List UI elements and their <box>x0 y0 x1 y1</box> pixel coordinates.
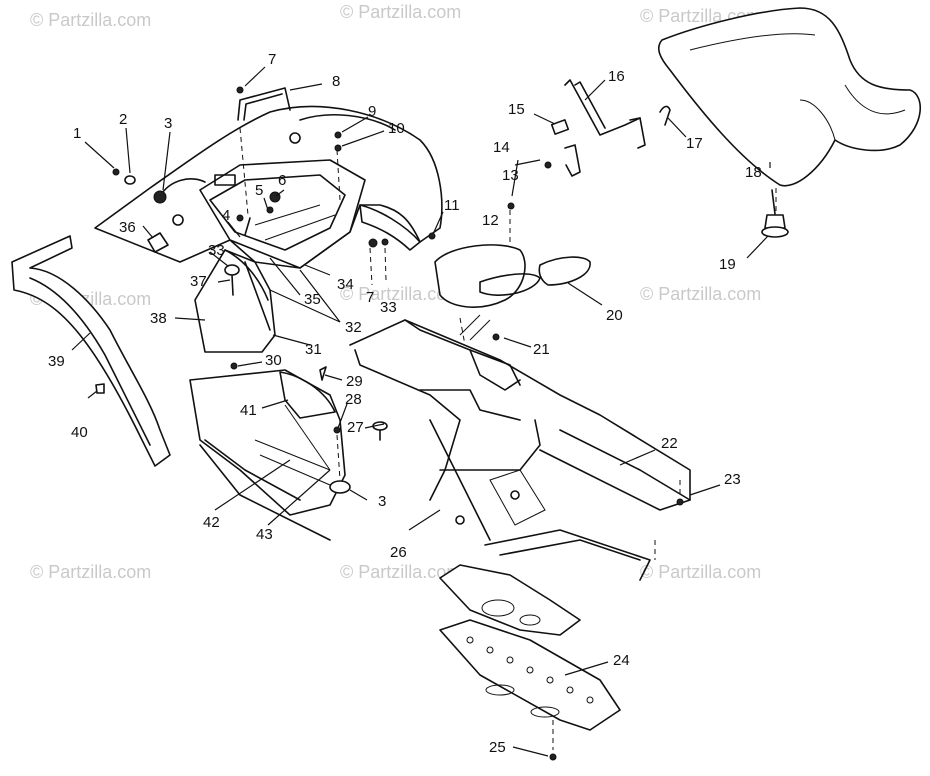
callout-4: 4 <box>222 207 230 224</box>
callout-3: 3 <box>164 115 172 132</box>
callout-8: 8 <box>332 73 340 90</box>
watermark-bottom: © Partzilla.com <box>340 562 461 582</box>
callout-3b: 3 <box>378 493 386 510</box>
callout-26: 26 <box>390 544 407 561</box>
callout-34: 34 <box>337 276 354 293</box>
watermarks: © Partzilla.com © Partzilla.com © Partzi… <box>30 2 761 582</box>
callout-18: 18 <box>745 164 762 181</box>
callout-39: 39 <box>48 353 65 370</box>
callout-7: 7 <box>268 51 276 68</box>
callout-12: 12 <box>482 212 499 229</box>
callout-31: 31 <box>305 341 322 358</box>
callouts: 1 2 3 4 5 6 7 8 9 10 11 12 13 14 15 16 1… <box>48 51 762 756</box>
mud-guard <box>194 249 276 353</box>
callout-33: 33 <box>208 242 225 259</box>
callout-11: 11 <box>444 197 460 214</box>
seat <box>658 7 922 238</box>
callout-43: 43 <box>256 526 273 543</box>
callout-6: 6 <box>278 172 286 189</box>
frame <box>349 314 691 581</box>
watermark-mid: © Partzilla.com <box>340 284 461 304</box>
watermark-top: © Partzilla.com <box>340 2 461 22</box>
callout-17: 17 <box>686 135 703 152</box>
callout-23: 23 <box>724 471 741 488</box>
callout-40: 40 <box>71 424 88 441</box>
callout-7b: 7 <box>366 289 374 306</box>
callout-33b: 33 <box>380 299 397 316</box>
seat-latch <box>544 79 671 177</box>
callout-22: 22 <box>661 435 678 452</box>
callout-29: 29 <box>346 373 363 390</box>
callout-42: 42 <box>203 514 220 531</box>
watermark-bottom-left: © Partzilla.com <box>30 562 151 582</box>
leader-lines <box>71 66 771 757</box>
skid-plate-lower <box>439 619 621 731</box>
callout-35: 35 <box>304 291 321 308</box>
callout-16: 16 <box>608 68 625 85</box>
watermark-bottom-right: © Partzilla.com <box>640 562 761 582</box>
callout-15: 15 <box>508 101 525 118</box>
callout-9: 9 <box>368 103 376 120</box>
watermark-mid-right: © Partzilla.com <box>640 284 761 304</box>
guide-lines <box>239 127 777 750</box>
callout-5: 5 <box>255 182 263 199</box>
callout-20: 20 <box>606 307 623 324</box>
callout-37: 37 <box>190 273 207 290</box>
tank-cover <box>434 244 591 308</box>
callout-10: 10 <box>388 120 405 137</box>
watermark-top-left: © Partzilla.com <box>30 10 151 30</box>
callout-24: 24 <box>613 652 630 669</box>
rear-fender <box>94 105 443 269</box>
callout-14: 14 <box>493 139 510 156</box>
callout-41: 41 <box>240 402 257 419</box>
callout-32: 32 <box>345 319 362 336</box>
callout-28: 28 <box>345 391 362 408</box>
callout-27: 27 <box>347 419 364 436</box>
callout-21: 21 <box>533 341 550 358</box>
callout-19: 19 <box>719 256 736 273</box>
callout-25: 25 <box>489 739 506 756</box>
skid-plate-upper <box>439 564 581 636</box>
callout-13: 13 <box>502 167 519 184</box>
callout-30: 30 <box>265 352 282 369</box>
callout-36: 36 <box>119 219 136 236</box>
callout-38: 38 <box>150 310 167 327</box>
side-panel <box>11 235 171 467</box>
callout-1: 1 <box>73 125 81 142</box>
callout-2: 2 <box>119 111 127 128</box>
